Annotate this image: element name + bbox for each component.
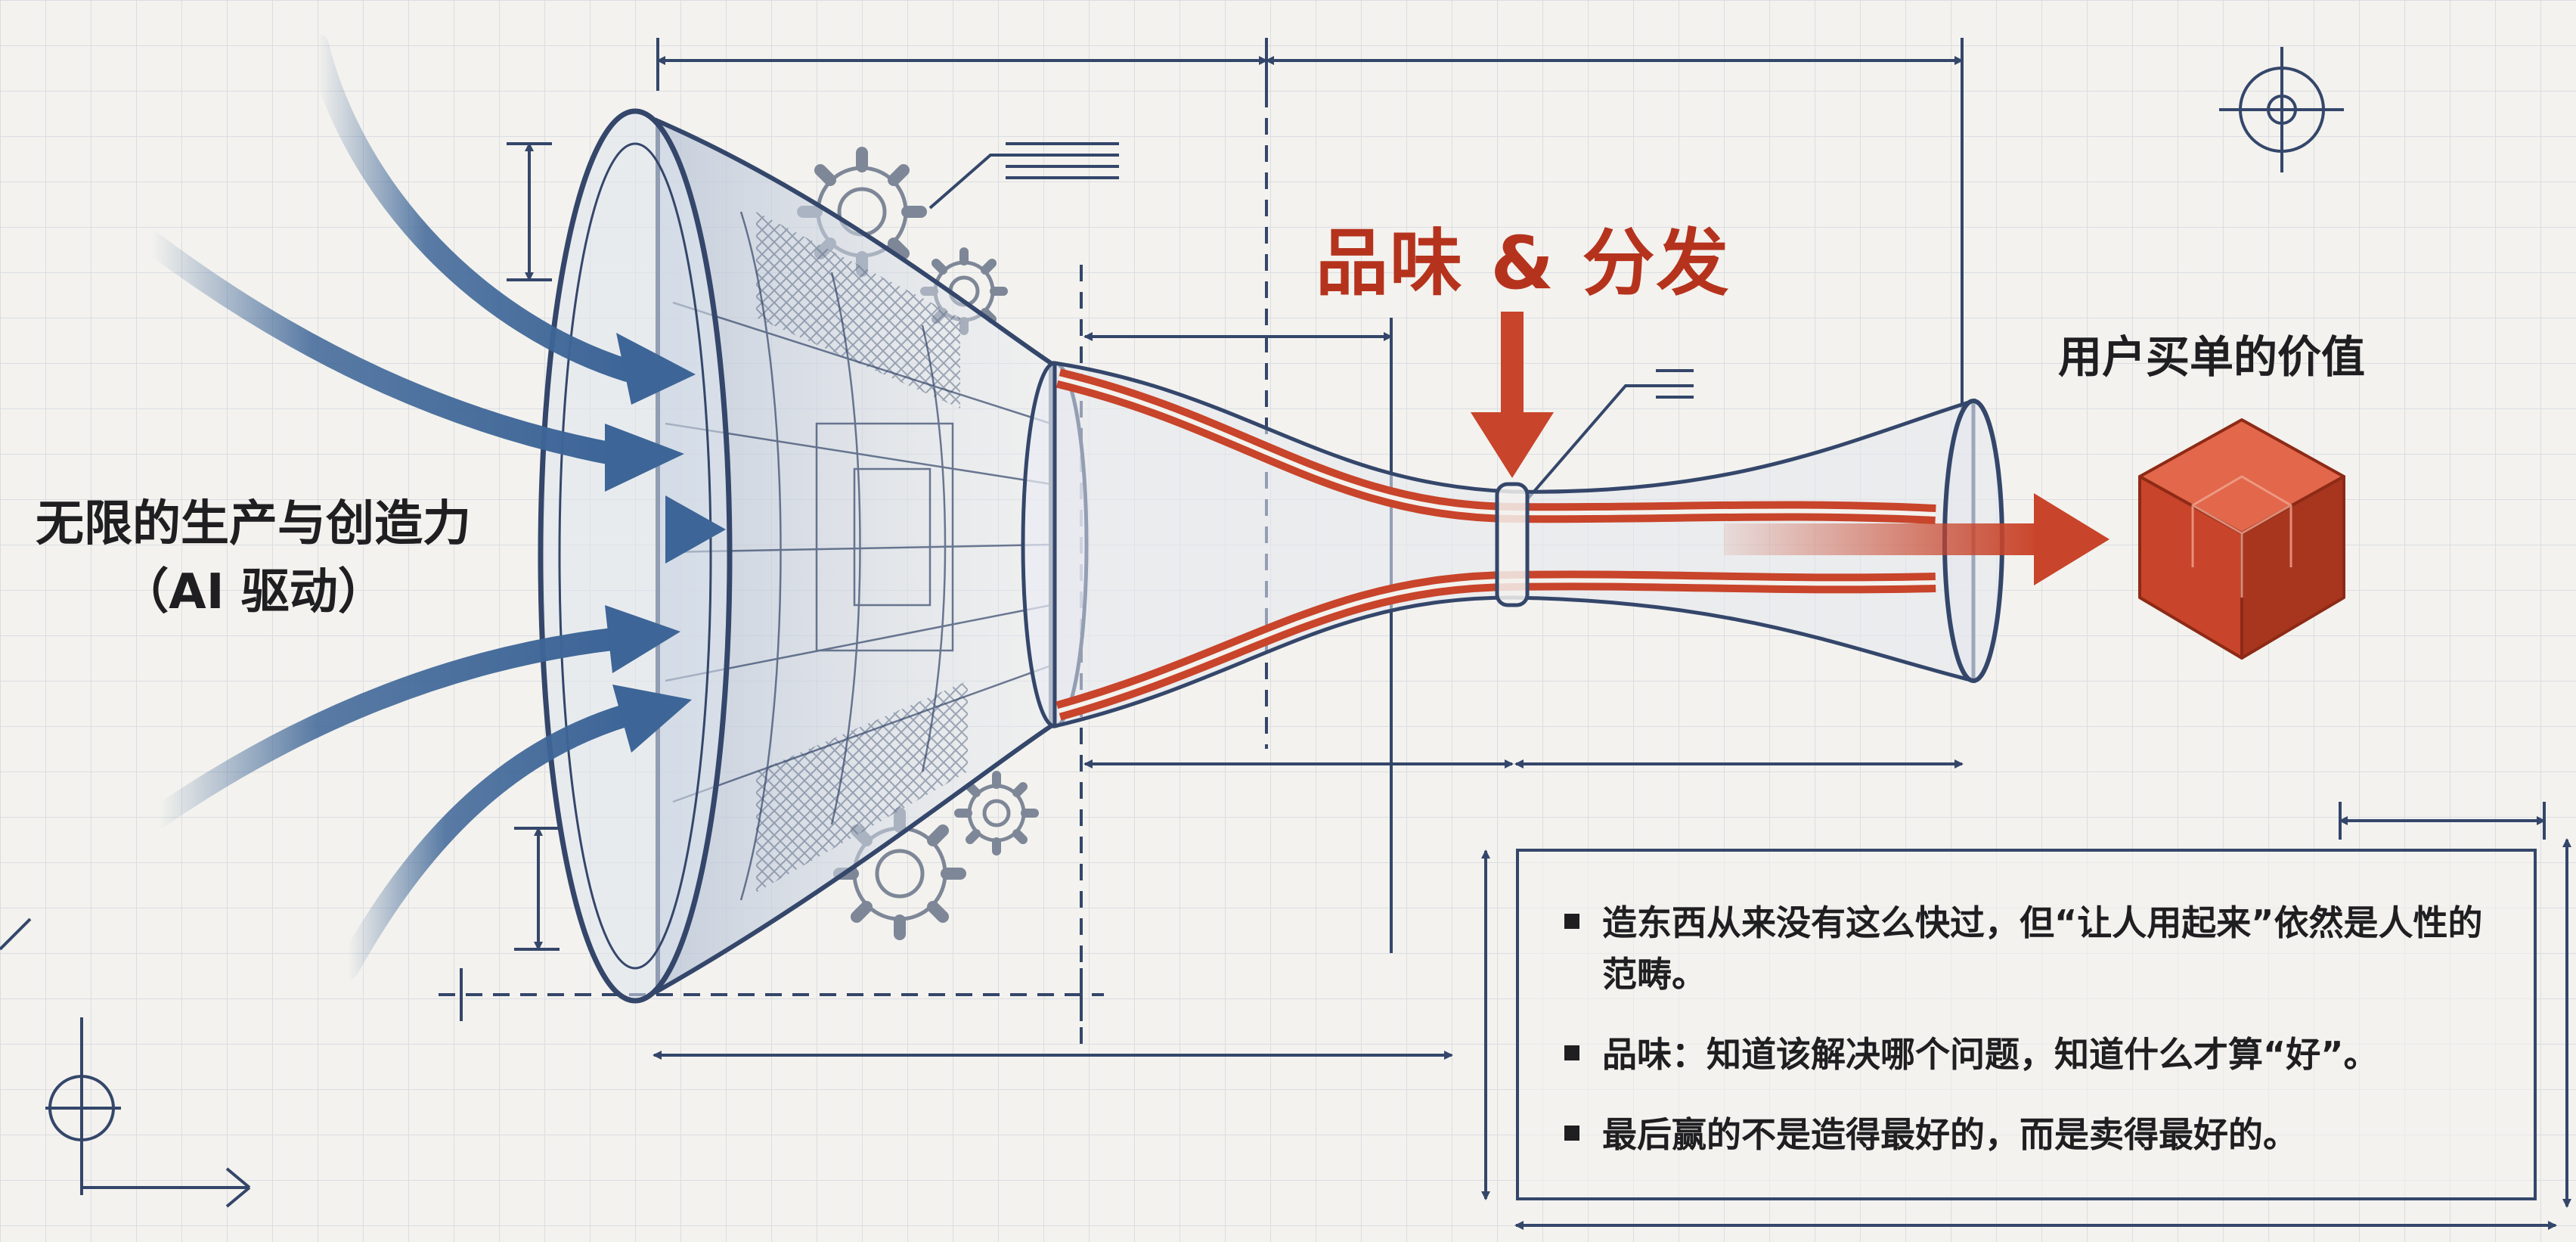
input-flow-arrows <box>140 34 699 980</box>
input-label-line2: （AI 驱动） <box>120 564 386 620</box>
funnel-mesh-top <box>756 212 960 408</box>
notes-box: 造东西从来没有这么快过，但“让人用起来”依然是人性的范畴。 品味：知道该解决哪个… <box>1516 849 2537 1200</box>
input-flow-arrow-icon <box>147 628 624 828</box>
down-arrow-icon <box>1471 312 1554 478</box>
crosshair-icon <box>0 918 251 1208</box>
output-label: 用户买单的价值 <box>2058 331 2366 383</box>
input-label: 无限的生产与创造力 （AI 驱动） <box>15 490 491 626</box>
funnel-mesh-bottom <box>756 681 968 893</box>
taste-title: 品味 & 分发 <box>1316 221 1731 306</box>
funnel-icon <box>538 108 2004 1004</box>
input-flow-arrow-icon <box>140 231 624 465</box>
input-flow-arrow-icon <box>336 703 639 980</box>
input-label-line1: 无限的生产与创造力 <box>36 496 471 552</box>
input-flow-arrow-icon <box>306 34 639 382</box>
value-cube-icon <box>2138 418 2345 660</box>
taste-clamp <box>1495 482 1530 607</box>
note-item: 最后赢的不是造得最好的，而是卖得最好的。 <box>1564 1109 2488 1160</box>
note-item: 造东西从来没有这么快过，但“让人用起来”依然是人性的范畴。 <box>1564 897 2488 1000</box>
funnel-mouth <box>538 108 733 1004</box>
output-arrow-icon <box>1724 493 2109 585</box>
crosshair-icon <box>2219 47 2344 172</box>
notes-list: 造东西从来没有这么快过，但“让人用起来”依然是人性的范畴。 品味：知道该解决哪个… <box>1519 852 2534 1160</box>
gear-icon <box>954 771 1039 855</box>
note-item: 品味：知道该解决哪个问题，知道什么才算“好”。 <box>1564 1029 2488 1080</box>
